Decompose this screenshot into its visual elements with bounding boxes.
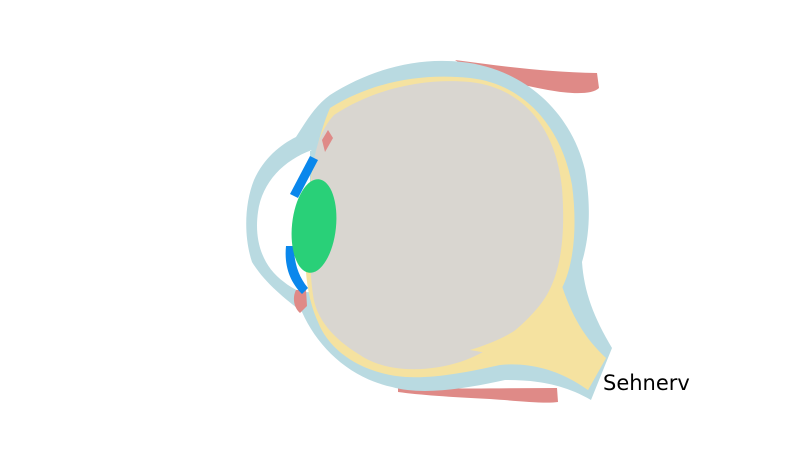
optic-nerve-label: Sehnerv <box>603 371 690 395</box>
lens <box>291 179 337 273</box>
iris-upper <box>290 156 318 198</box>
optic-nerve <box>470 280 606 390</box>
ciliary-body-lower <box>293 290 307 313</box>
ciliary-body-upper <box>322 130 333 152</box>
iris-lower <box>285 246 308 294</box>
vitreous-body <box>309 81 564 370</box>
